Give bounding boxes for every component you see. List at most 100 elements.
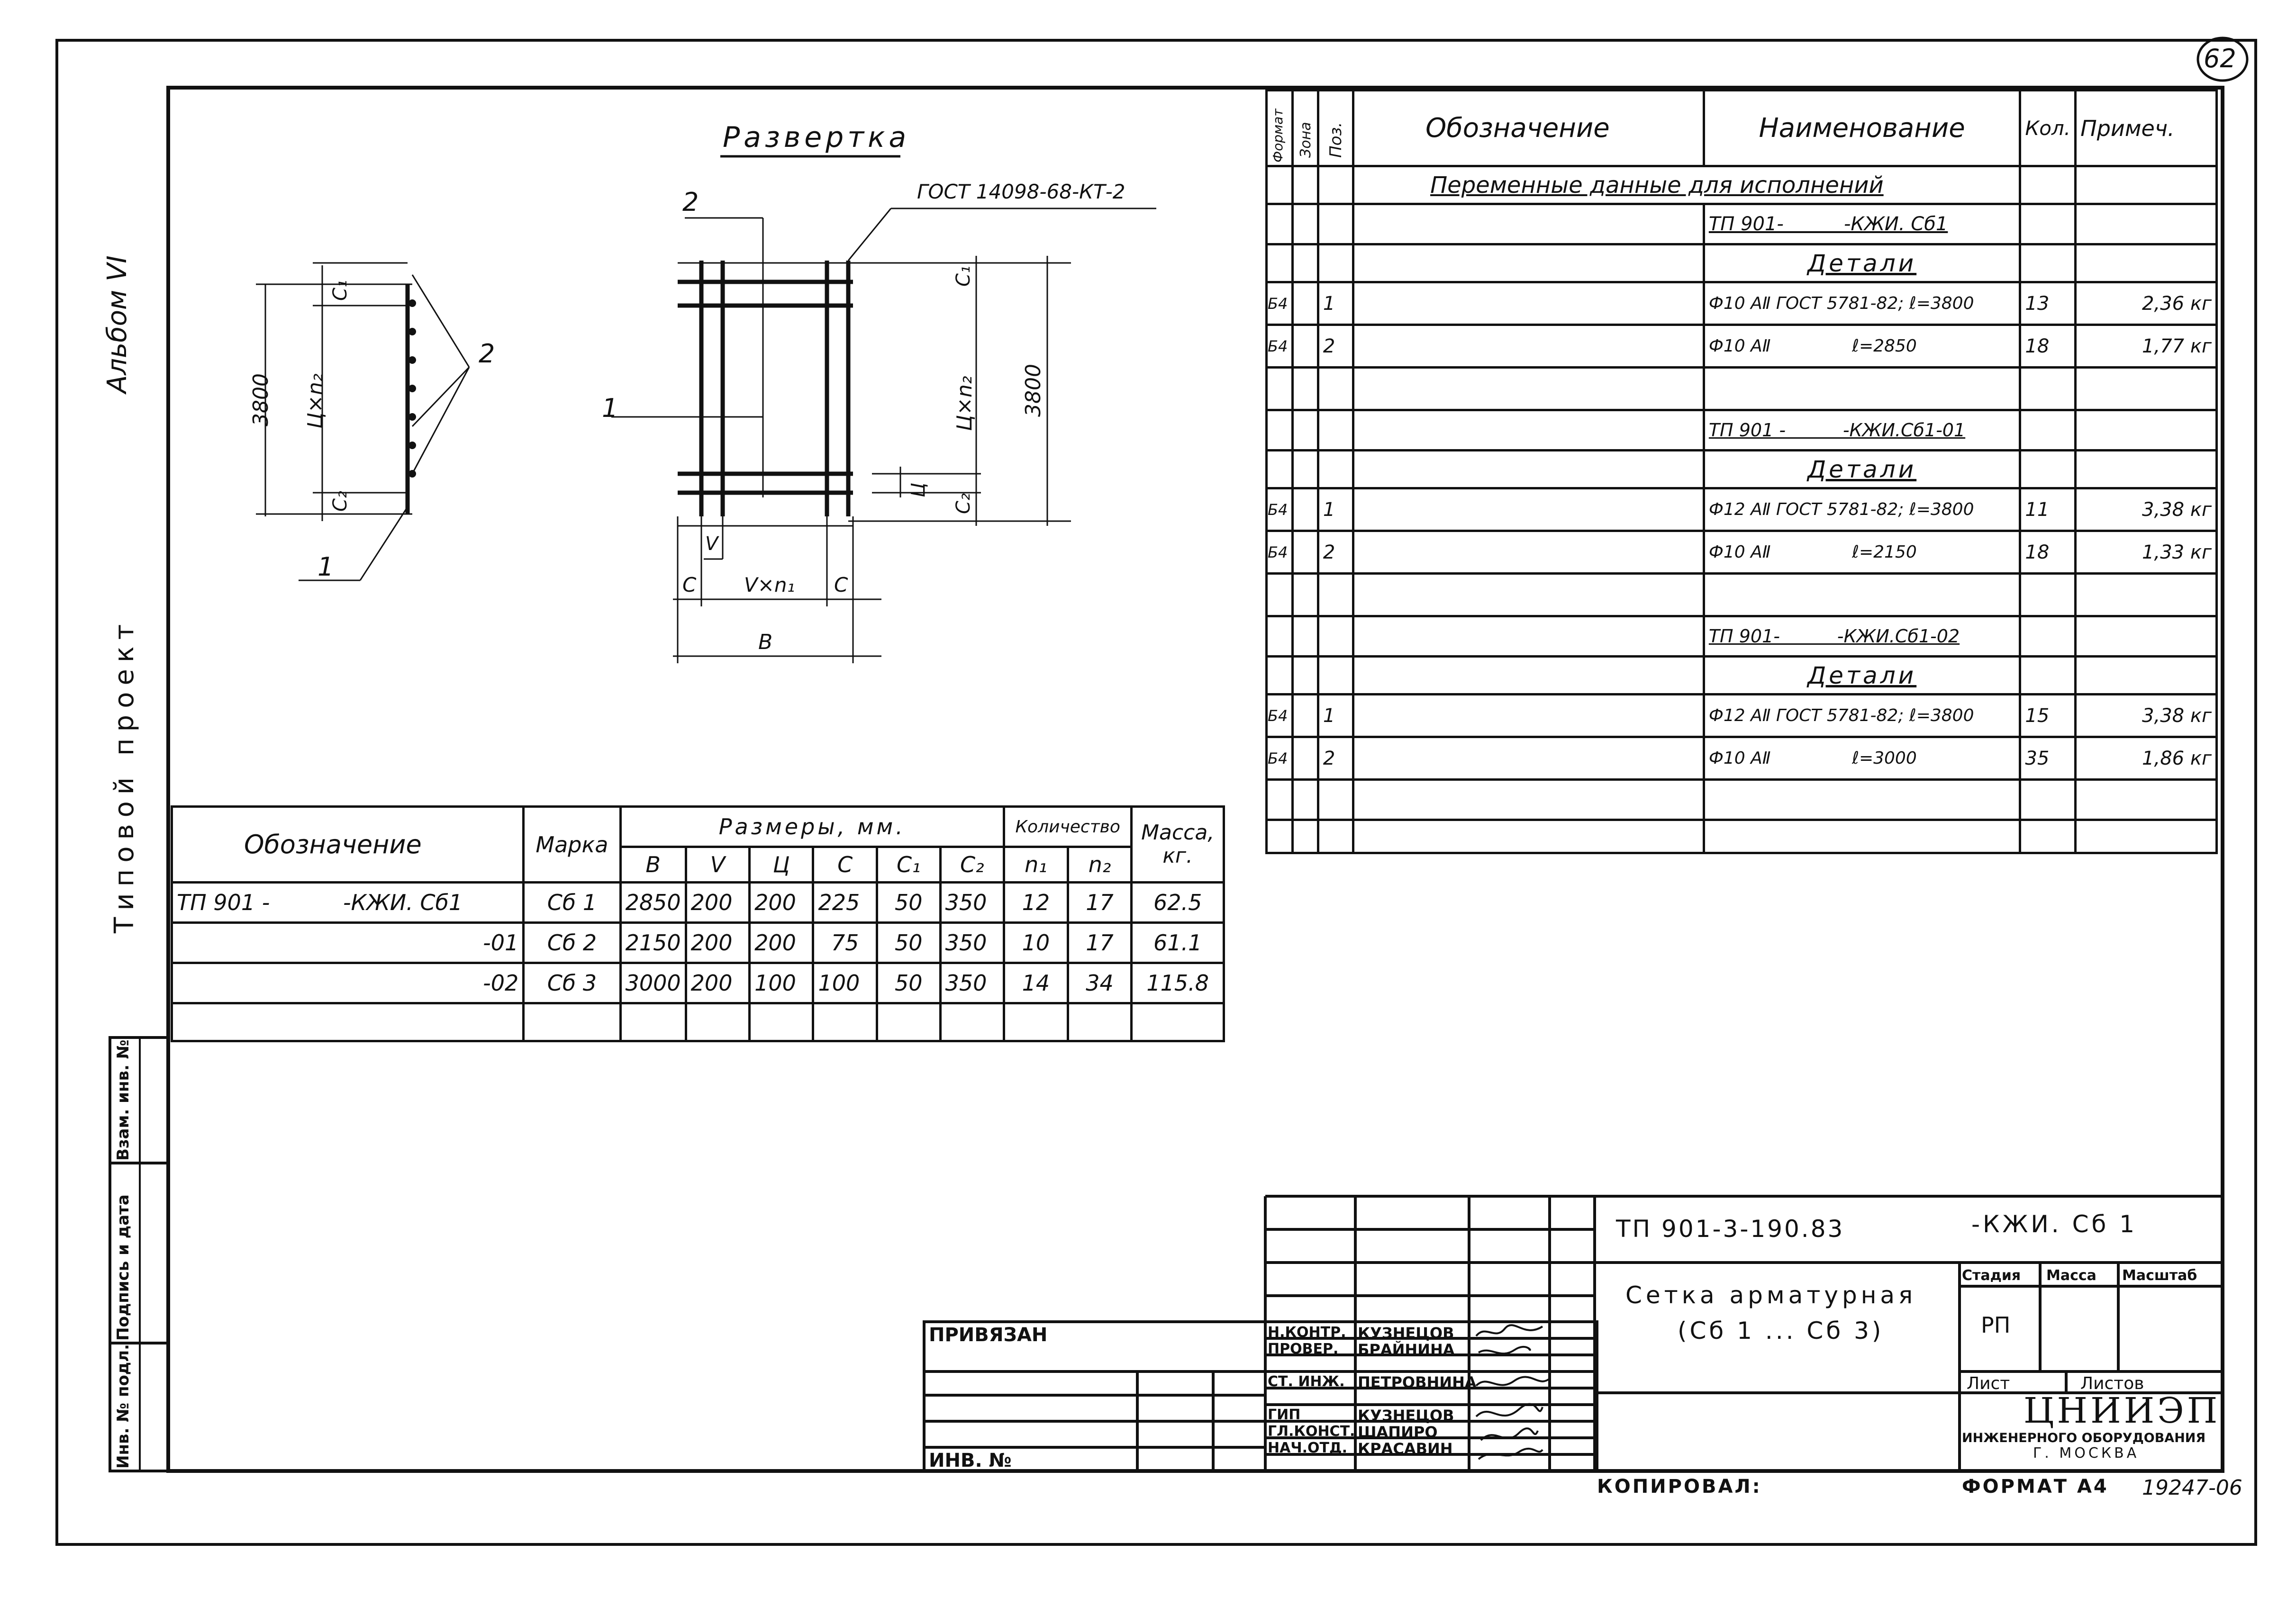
spec-pos: 1 (1316, 281, 1355, 326)
spec-variable-title: Переменные данные для исполнений (1352, 165, 2022, 205)
size-cell: 350 (939, 921, 1006, 964)
spec-note: 2,36 кг (2074, 281, 2218, 326)
spec-row: Б4 2 Ф10 AⅡ ℓ=3000 35 1,86 кг (1265, 736, 2218, 781)
dim-c1-right: C₁ (953, 266, 974, 287)
size-cell: 200 (748, 881, 815, 924)
spec-format: Б4 (1265, 530, 1294, 575)
size-cell: 200 (684, 921, 751, 964)
privyazan-label: Привязан (929, 1324, 1048, 1346)
size-header-sizes: Размеры, мм. (619, 805, 1006, 848)
size-cell: 50 (875, 962, 942, 1004)
size-table: Обозначение Марка Размеры, мм. Количеств… (170, 805, 1225, 1042)
spec-name: Ф10 AⅡ ℓ=2150 (1702, 530, 2022, 575)
size-cell: 17 (1066, 881, 1133, 924)
sheet-number: 62 (2204, 44, 2236, 73)
size-cell: 200 (748, 921, 815, 964)
dim-un-right: Ц×n₂ (953, 376, 977, 431)
spec-header-name: Наименование (1702, 89, 2022, 167)
spec-note: 1,86 кг (2074, 736, 2218, 781)
size-cell: 12 (1003, 881, 1069, 924)
spec-row: Б4 2 Ф10 AⅡ ℓ=2850 18 1,77 кг (1265, 324, 2218, 369)
spec-name: Ф12 AⅡ ГОСТ 5781-82; ℓ=3800 (1702, 487, 2022, 532)
size-cell: 100 (812, 962, 878, 1004)
spec-header-zone: Зона (1291, 89, 1319, 167)
size-row-code: -КЖИ. Сб1 (343, 890, 463, 915)
size-row: ТП 901 - -КЖИ. Сб1 Сб 1 2850 200 200 225… (170, 881, 1225, 924)
pos-mid-2: 2 (682, 187, 699, 217)
spec-format: Б4 (1265, 693, 1294, 738)
side-stamp-replace: Взам. инв. № (114, 1039, 133, 1161)
size-cell: 10 (1003, 921, 1069, 964)
role-name: Кузнецов (1358, 1324, 1454, 1342)
size-row-prefix: ТП 901 - (177, 890, 270, 915)
size-sub-b: B (619, 846, 687, 884)
spec-section-title: Детали (1702, 449, 2022, 489)
spec-pos: 2 (1316, 736, 1355, 781)
spec-name: Ф10 AⅡ ℓ=2850 (1702, 324, 2022, 369)
spec-header-note: Примеч. (2074, 89, 2218, 167)
size-row-mark: Сб 2 (522, 921, 622, 964)
sheets-label: Листов (2080, 1374, 2144, 1393)
size-cell: 2150 (619, 921, 687, 964)
org-sub1: инженерного оборудования (1962, 1431, 2206, 1445)
size-row-mark: Сб 3 (522, 962, 622, 1004)
spec-header-pos: Поз. (1316, 89, 1355, 167)
dim-c-left: C (682, 573, 697, 596)
spec-name: Ф10 AⅡ ℓ=3000 (1702, 736, 2022, 781)
spec-group-doc: ТП 901 - -КЖИ.Сб1-01 (1702, 409, 2022, 451)
size-sub-u: Ц (748, 846, 815, 884)
dim-c1-left: C₁ (329, 280, 351, 301)
size-cell: 75 (812, 921, 878, 964)
title-doc-suffix: -КЖИ. Сб 1 (1971, 1210, 2138, 1238)
spec-note: 1,77 кг (2074, 324, 2218, 369)
drawing-number: 19247-06 (2142, 1476, 2242, 1500)
dim-c-right: C (834, 573, 848, 596)
size-sub-n1: n₁ (1003, 846, 1069, 884)
role-label: Нач.отд. (1268, 1440, 1348, 1456)
dim-b: B (758, 630, 773, 654)
size-cell: 100 (748, 962, 815, 1004)
spec-group-doc: ТП 901- -КЖИ.Сб1-02 (1702, 615, 2022, 658)
role-label: ГИП (1268, 1407, 1301, 1423)
pos-mid-1: 1 (602, 393, 618, 423)
stage-value: РП (1981, 1312, 2011, 1338)
spec-pos: 2 (1316, 324, 1355, 369)
spec-name: Ф10 AⅡ ГОСТ 5781-82; ℓ=3800 (1702, 281, 2022, 326)
size-header-quantity: Количество (1003, 805, 1133, 848)
dim-u: Ц (908, 482, 929, 497)
size-cell: 50 (875, 921, 942, 964)
spec-format: Б4 (1265, 487, 1294, 532)
spec-row: Б4 1 Ф12 AⅡ ГОСТ 5781-82; ℓ=3800 11 3,38… (1265, 487, 2218, 532)
dim-c2-right: C₂ (953, 493, 974, 514)
size-header-mark: Марка (522, 805, 622, 884)
role-label: Н.контр. (1268, 1324, 1346, 1341)
size-sub-c2: C₂ (939, 846, 1006, 884)
spec-section-title: Детали (1702, 655, 2022, 695)
size-row-mass: 115.8 (1130, 962, 1225, 1004)
size-row-mass: 62.5 (1130, 881, 1225, 924)
size-row-mark: Сб 1 (522, 881, 622, 924)
org-sub2: г. Москва (2033, 1445, 2140, 1462)
size-header-designation: Обозначение (170, 805, 525, 884)
spec-row: Б4 1 Ф10 AⅡ ГОСТ 5781-82; ℓ=3800 13 2,36… (1265, 281, 2218, 326)
size-header-mass: Масса, кг. (1130, 805, 1225, 884)
sheet-label: Лист (1967, 1374, 2010, 1393)
dim-v: V (705, 533, 718, 555)
size-row-designation: -02 (170, 962, 525, 1004)
spec-section-title: Детали (1702, 243, 2022, 283)
size-row-code: -01 (483, 930, 519, 956)
size-sub-c1: C₁ (875, 846, 942, 884)
spec-group-doc: ТП 901- -КЖИ. Сб1 (1702, 203, 2022, 245)
album-label: Альбом VI (102, 255, 133, 393)
dim-c2-left: C₂ (329, 491, 351, 512)
title-name-line2: (Сб 1 ... Сб 3) (1678, 1317, 1884, 1344)
dim-3800-right: 3800 (1021, 364, 1045, 417)
spec-name: Ф12 AⅡ ГОСТ 5781-82; ℓ=3800 (1702, 693, 2022, 738)
size-cell: 50 (875, 881, 942, 924)
size-cell: 200 (684, 881, 751, 924)
size-cell: 2850 (619, 881, 687, 924)
side-stamp-inv: Инв. № подл. (114, 1344, 133, 1469)
spec-table: Формат Зона Поз. Обозначение Наименовани… (1265, 89, 2218, 854)
pos-left-2: 2 (479, 339, 495, 369)
role-name: Шапиро (1358, 1423, 1438, 1441)
